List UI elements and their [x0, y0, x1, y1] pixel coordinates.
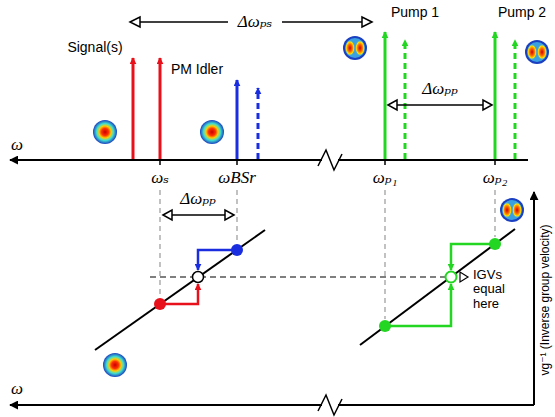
- pump-arrow: [385, 32, 515, 159]
- target-dot: [193, 272, 204, 283]
- wave-name: Pump 2: [498, 5, 546, 20]
- guide-line: [160, 190, 495, 319]
- dispersion-line: [95, 229, 515, 350]
- wave-name: Pump 1: [391, 5, 439, 20]
- note-text: IGVs equal here: [473, 268, 533, 311]
- wave-name: PM Idler: [171, 62, 223, 77]
- delta-arrow: [163, 210, 234, 220]
- mode-profile: [525, 40, 549, 64]
- frequency-gap: Δωₚₚ: [180, 190, 216, 209]
- mode-profile: [103, 353, 127, 377]
- frequency-label: ωBSr: [218, 169, 256, 188]
- mode-dot: [231, 244, 243, 256]
- shift-arrow: [160, 284, 198, 304]
- idler-arrow: [237, 80, 258, 159]
- frequency-gap: Δωₚₚ: [422, 80, 458, 99]
- frequency-axis: [10, 150, 528, 170]
- mode-profile: [93, 120, 117, 144]
- axis-label: ω: [11, 136, 23, 155]
- shift-arrow: [451, 244, 495, 270]
- mode-dot: [154, 298, 166, 310]
- frequency-label: ωₛ: [151, 169, 169, 188]
- frequency-gap: Δωₚₛ: [238, 13, 273, 32]
- axis-label: ω: [11, 380, 23, 399]
- mode-profile: [343, 36, 367, 60]
- shift-arrow: [198, 250, 237, 270]
- frequency-label: ωₚ₁: [373, 169, 398, 188]
- mode-dot: [489, 238, 501, 250]
- igv-line: [150, 272, 468, 282]
- frequency-label: ωₚ₂: [483, 169, 508, 188]
- shift-arrow: [385, 284, 451, 326]
- frequency-axis: [10, 192, 534, 415]
- delta-arrow: [388, 100, 492, 110]
- mode-dot: [379, 320, 391, 332]
- signal-arrow: [133, 58, 160, 159]
- mode-profile: [200, 120, 224, 144]
- mode-profile: [500, 198, 524, 222]
- wave-name: Signal(s): [67, 40, 122, 55]
- axis-label: vg⁻¹ (Inverse group velocity): [539, 224, 552, 375]
- target-dot: [446, 272, 457, 283]
